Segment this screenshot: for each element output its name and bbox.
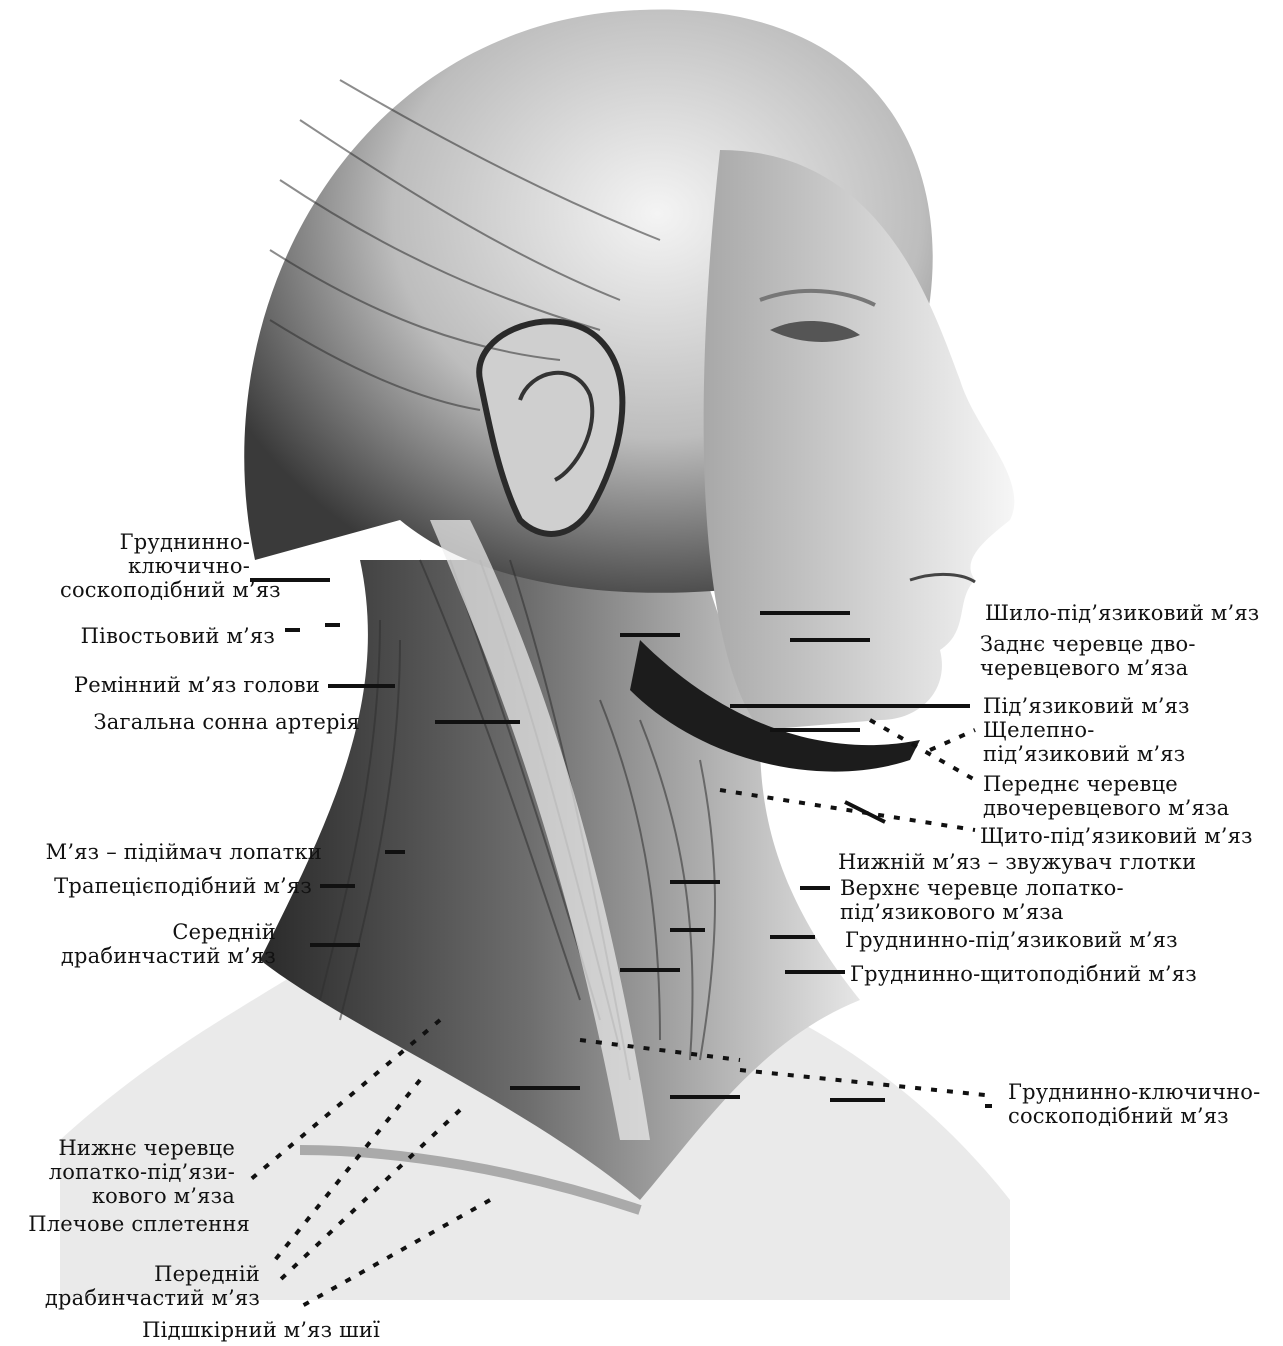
label-inferior-omohyoid: Нижнє черевце лопатко-під’язи- кового м’… bbox=[30, 1136, 235, 1208]
label-semispinalis: Півостьовий м’яз bbox=[20, 624, 275, 648]
label-superior-omohyoid: Верхнє черевце лопатко- під’язикового м’… bbox=[840, 876, 1124, 924]
label-sternohyoid: Груднинно-під’язиковий м’яз bbox=[845, 928, 1178, 952]
label-hyoglossus: Під’язиковий м’яз bbox=[983, 694, 1190, 718]
label-middle-scalene: Середній драбинчастий м’яз bbox=[40, 920, 276, 968]
label-sternocleidomastoid-bottom: Груднинно-ключично- соскоподібний м’яз bbox=[1008, 1080, 1260, 1128]
label-common-carotid-artery: Загальна сонна артерія bbox=[20, 710, 360, 734]
face bbox=[704, 150, 1015, 730]
label-inferior-constrictor: Нижній м’яз – звужувач глотки bbox=[838, 850, 1196, 874]
label-platysma: Підшкірний м’яз шиї bbox=[60, 1318, 380, 1342]
label-stylohyoid: Шило-під’язиковий м’яз bbox=[985, 601, 1259, 625]
label-sternocleidomastoid-top: Груднинно- ключично- соскоподібний м’яз bbox=[60, 530, 250, 602]
label-sternothyroid: Груднинно-щитоподібний м’яз bbox=[850, 962, 1197, 986]
label-posterior-digastric: Заднє черевце дво- черевцевого м’яза bbox=[980, 632, 1196, 680]
label-trapezius: Трапецієподібний м’яз bbox=[0, 874, 312, 898]
label-levator-scapulae: М’яз – підіймач лопатки bbox=[0, 840, 322, 864]
label-anterior-digastric: Переднє черевце двочеревцевого м’яза bbox=[983, 772, 1229, 820]
label-brachial-plexus: Плечове сплетення bbox=[0, 1212, 250, 1236]
label-splenius: Ремінний м’яз голови bbox=[20, 673, 320, 697]
label-mylohyoid: Щелепно- під’язиковий м’яз bbox=[983, 718, 1185, 766]
label-anterior-scalene: Передній драбинчастий м’яз bbox=[20, 1262, 260, 1310]
label-thyrohyoid: Щито-під’язиковий м’яз bbox=[980, 824, 1253, 848]
